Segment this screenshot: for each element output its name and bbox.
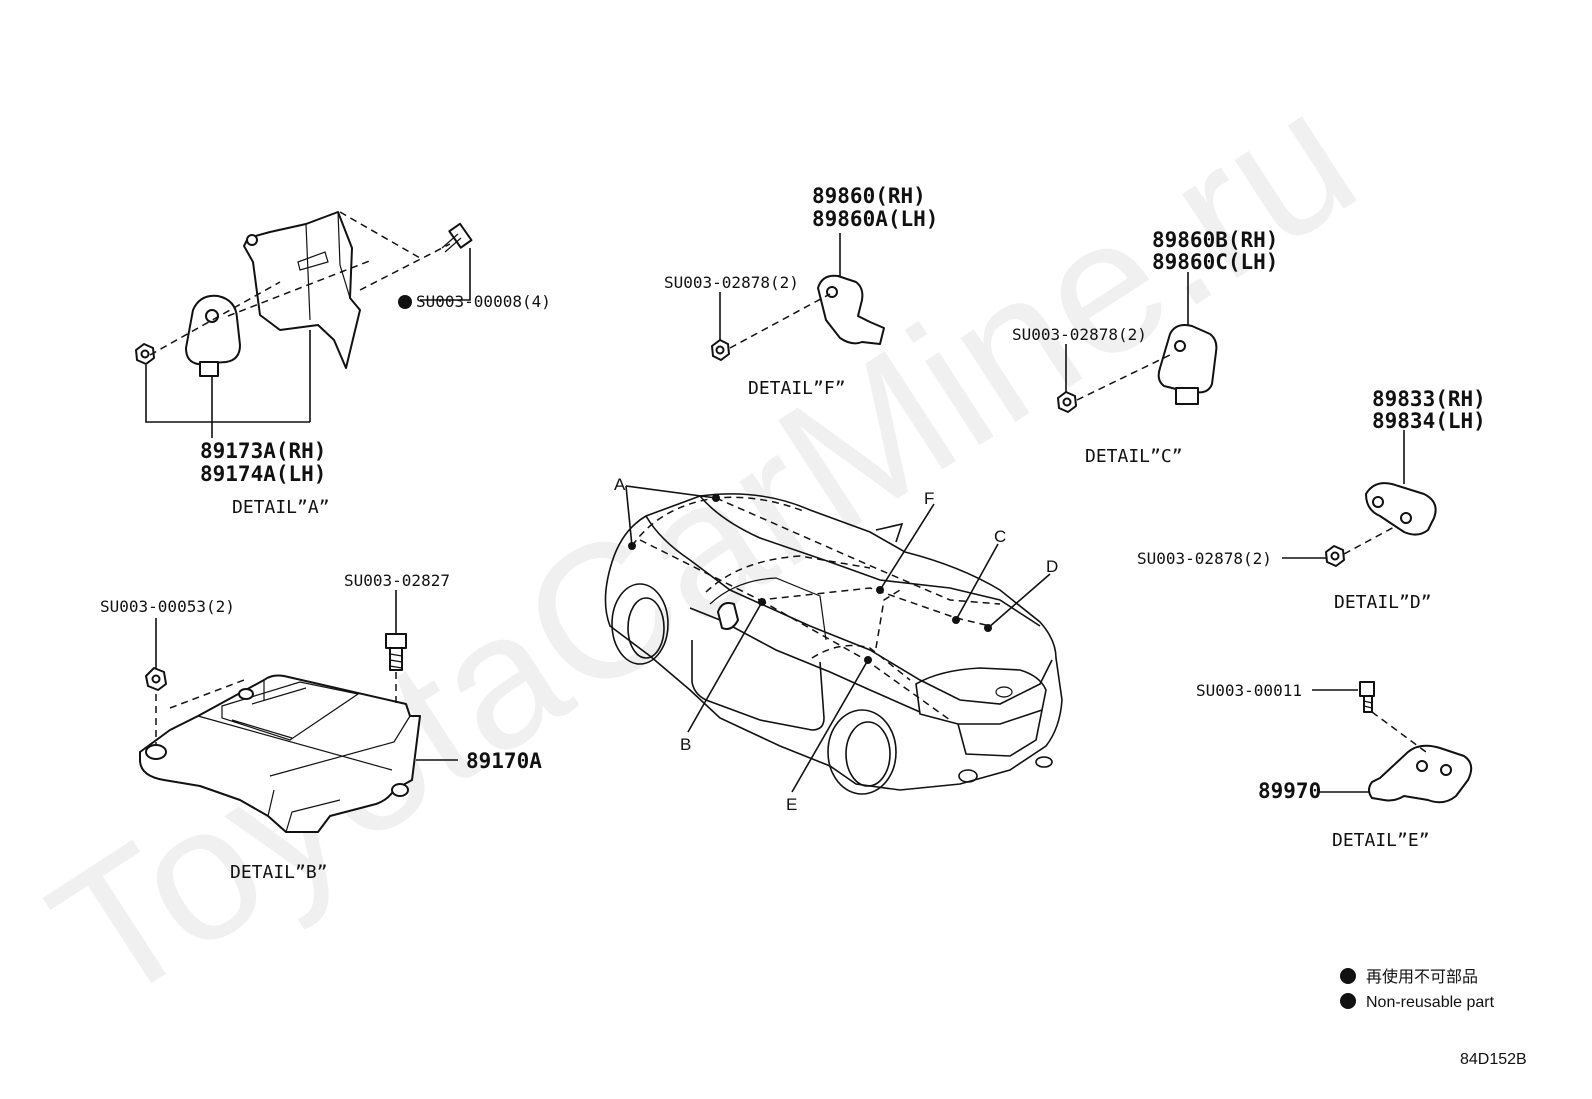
detail-e-bolt	[1359, 681, 1375, 713]
car-letter-d: D	[1046, 557, 1058, 576]
car-letter-f: F	[924, 489, 934, 508]
detail-f-part-rh: 89860(RH)	[812, 184, 926, 208]
legend-english: Non-reusable part	[1366, 994, 1495, 1011]
detail-d-part-rh: 89833(RH)	[1372, 387, 1486, 411]
detail-a-bolt	[441, 222, 473, 253]
detail-f-nut-label: SU003-02878(2)	[664, 273, 799, 292]
detail-d-sensor	[1365, 482, 1437, 536]
detail-d-group	[1282, 430, 1437, 567]
detail-c-nut-label: SU003-02878(2)	[1012, 325, 1147, 344]
car-body	[604, 493, 1063, 791]
car-letter-c: C	[994, 527, 1006, 546]
legend-dot-jp	[1340, 968, 1356, 984]
detail-d-nut-label: SU003-02878(2)	[1137, 549, 1272, 568]
detail-e-bolt-label: SU003-00011	[1196, 681, 1302, 700]
non-reusable-dot-a	[398, 295, 412, 309]
detail-f-group	[711, 233, 885, 361]
detail-e-part: 89970	[1258, 779, 1321, 803]
car-outline	[604, 485, 1063, 795]
detail-b-ecu	[139, 674, 421, 833]
diagram-code: 84D152B	[1460, 1051, 1527, 1068]
detail-e-group	[1312, 681, 1473, 804]
detail-c-part-lh: 89860C(LH)	[1152, 250, 1278, 274]
detail-b-caption: DETAIL”B”	[230, 862, 328, 883]
legend-japanese: 再使用不可部品	[1366, 968, 1478, 986]
detail-b-bolt	[385, 633, 407, 671]
detail-b-nut-label: SU003-00053(2)	[100, 597, 235, 616]
legend	[1340, 968, 1356, 1009]
car-letter-e: E	[786, 795, 797, 814]
detail-f-caption: DETAIL”F”	[748, 378, 846, 399]
detail-a-group	[135, 211, 473, 438]
detail-a-caption: DETAIL”A”	[232, 497, 330, 518]
detail-a-part-rh: 89173A(RH)	[200, 439, 326, 463]
watermark: ToyotaCarMine.ru	[17, 50, 1390, 1044]
legend-dot-en	[1340, 993, 1356, 1009]
detail-a-bracket	[243, 211, 361, 369]
detail-b-bolt-label: SU003-02827	[344, 571, 450, 590]
detail-a-part-lh: 89174A(LH)	[200, 462, 326, 486]
detail-a-bolt-label: SU003-00008(4)	[416, 292, 551, 311]
detail-d-caption: DETAIL”D”	[1334, 592, 1432, 613]
car-letter-b: B	[680, 735, 691, 754]
detail-e-caption: DETAIL”E”	[1332, 830, 1430, 851]
detail-c-sensor	[1157, 324, 1218, 394]
detail-b-part: 89170A	[466, 749, 542, 773]
detail-c-caption: DETAIL”C”	[1085, 446, 1183, 467]
detail-b-group	[139, 590, 458, 833]
detail-c-group	[1057, 272, 1218, 413]
detail-d-part-lh: 89834(LH)	[1372, 409, 1486, 433]
car-letter-a: A	[614, 475, 626, 494]
detail-c-part-rh: 89860B(RH)	[1152, 228, 1278, 252]
detail-e-sensor	[1368, 744, 1473, 804]
detail-f-part-lh: 89860A(LH)	[812, 207, 938, 231]
